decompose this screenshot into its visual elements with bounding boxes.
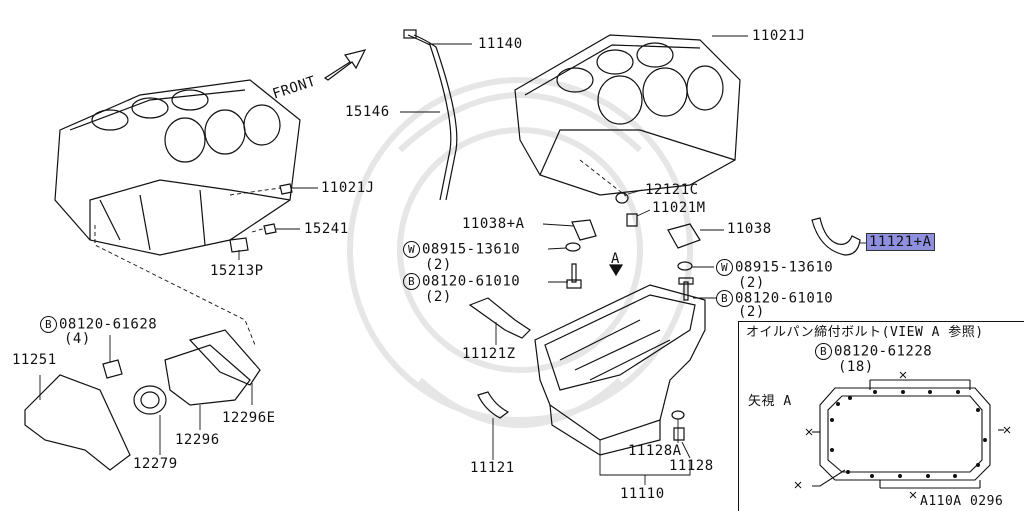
dipstick [403, 29, 458, 201]
label-12279: 12279 [133, 456, 178, 472]
rear-plate-11251 [24, 374, 131, 471]
bracket-11038 [667, 223, 701, 249]
drain-plug-11128 [673, 427, 685, 441]
front-arrow [323, 49, 367, 81]
baffle-plate [811, 217, 861, 256]
label-11021j-left: 11021J [321, 180, 375, 196]
label-15146: 15146 [345, 104, 390, 120]
seal-12121c [615, 192, 629, 204]
label-11128: 11128 [669, 458, 714, 474]
label-12296e: 12296E [222, 410, 276, 426]
washer-11128a [671, 410, 685, 420]
sealant-tube [468, 297, 531, 339]
view-a-bolt-holes [830, 390, 987, 478]
bolt-left [566, 263, 582, 289]
gasket-12296e [188, 329, 261, 386]
bolt-prefix-icon: B [815, 343, 832, 360]
fitting-15213p [229, 237, 249, 253]
label-bolt-left-qty: (2) [425, 289, 452, 305]
view-a-bolt-qty: (18) [838, 359, 874, 375]
baffle-11121 [477, 391, 510, 419]
washer-right [677, 261, 693, 271]
label-11121z: 11121Z [462, 346, 516, 362]
washer-prefix-icon: W [403, 241, 420, 258]
engine-block-right [514, 34, 741, 196]
view-a-pan-outline [812, 379, 1004, 489]
label-washer-right-qty: (2) [738, 275, 765, 291]
label-15241: 15241 [304, 221, 349, 237]
bolt-rear [102, 359, 123, 379]
view-a-label: 矢視 A [748, 394, 792, 409]
label-12121c: 12121C [645, 182, 699, 198]
plug-11021j [279, 183, 293, 195]
washer-left [565, 242, 581, 252]
watermark-emblem [347, 77, 693, 428]
bracket-11038a [571, 219, 597, 241]
washer-prefix-icon: W [716, 259, 733, 276]
label-11021j-top: 11021J [752, 28, 806, 44]
view-a-bolt: 08120-61228 [834, 343, 933, 360]
label-12296: 12296 [175, 432, 220, 448]
label-11128a: 11128A [628, 443, 682, 459]
bolt-prefix-icon: B [403, 273, 420, 290]
plug-11021m [626, 213, 638, 227]
label-bolt-right: 08120-61010 [735, 290, 834, 307]
label-11121a: 11121+A [866, 233, 935, 251]
label-11038a: 11038+A [462, 216, 525, 232]
bolt-prefix-icon: B [40, 316, 57, 333]
view-a-cross-marks [794, 371, 1011, 499]
view-a-title: オイルパン締付ボルト(VIEW A 参照) [746, 325, 984, 340]
label-11251: 11251 [12, 352, 57, 368]
view-a-arrow [608, 264, 624, 277]
reference-code: A110A 0296 [920, 494, 1004, 509]
label-washer-left: 08915-13610 [422, 241, 521, 258]
view-a-detail-box [738, 321, 1024, 511]
label-11038: 11038 [727, 221, 772, 237]
label-11121: 11121 [470, 460, 515, 476]
guide-lines [94, 159, 627, 346]
label-11110: 11110 [620, 486, 665, 502]
label-15213p: 15213P [210, 263, 264, 279]
seal-12279 [133, 385, 167, 415]
engine-block-left [54, 79, 301, 256]
label-11140: 11140 [478, 36, 523, 52]
retainer-12296 [164, 344, 251, 406]
label-bolt-right-qty: (2) [738, 304, 765, 320]
bolt-right [678, 277, 694, 301]
label-bolt-rear: 08120-61628 [59, 316, 158, 333]
bolt-prefix-icon: B [716, 290, 733, 307]
leader-lines [39, 35, 866, 485]
label-bolt-rear-qty: (4) [64, 331, 91, 347]
label-11021m: 11021M [652, 200, 706, 216]
highlight-11121a: 11121+A [866, 233, 935, 251]
view-arrow-label: A [611, 251, 620, 267]
label-bolt-left: 08120-61010 [422, 273, 521, 290]
label-washer-left-qty: (2) [425, 257, 452, 273]
plug-15241 [263, 223, 277, 235]
label-washer-right: 08915-13610 [735, 259, 834, 276]
